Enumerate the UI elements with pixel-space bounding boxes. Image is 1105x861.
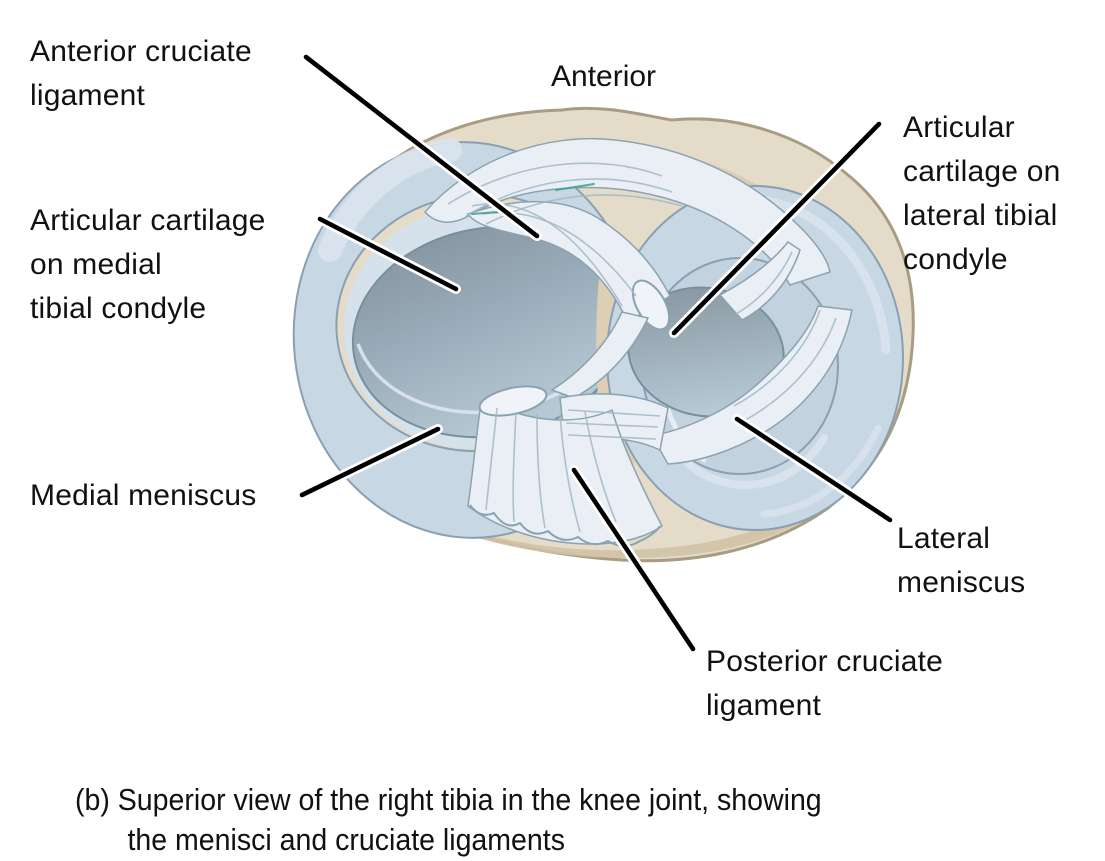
label-line: cartilage on [903,155,1061,188]
label-line: Posterior cruciate [706,645,944,678]
label-line: meniscus [897,566,1026,599]
label-lateral-articular-cartilage: Articular cartilage on lateral tibial co… [903,106,1061,282]
label-medial-articular-cartilage: Articular cartilage on medial tibial con… [30,199,266,331]
label-line: tibial condyle [30,292,207,325]
label-line: Articular cartilage [30,204,266,237]
leader-medial-articular-cartilage [315,214,461,294]
orientation-label-anterior: Anterior [551,60,657,93]
ligaments [423,137,853,547]
label-posterior-cruciate-ligament: Posterior cruciate ligament [706,640,943,728]
teal-accent-fibers [471,183,595,215]
label-line: ligament [30,79,145,112]
label-anterior-cruciate-ligament: Anterior cruciate ligament [30,30,252,118]
leader-posterior-cruciate-ligament [569,465,698,654]
leader-lines [297,52,895,654]
caption-line: (b) Superior view of the right tibia in … [75,782,822,817]
label-medial-meniscus: Medial meniscus [30,474,256,518]
label-line: on medial [30,248,162,281]
label-line: condyle [903,243,1008,276]
leader-lateral-meniscus [732,414,895,525]
leader-anterior-cruciate-ligament [301,52,542,241]
leader-lateral-articular-cartilage [669,119,884,338]
label-line: lateral tibial [903,199,1058,232]
label-line: ligament [706,689,821,722]
figure-caption: (b) Superior view of the right tibia in … [75,780,822,860]
label-line: Lateral [897,522,991,555]
label-lateral-meniscus: Lateral meniscus [897,517,1025,605]
label-line: Anterior cruciate [30,35,252,68]
leader-medial-meniscus [297,424,443,500]
label-line: Articular [903,111,1015,144]
caption-line: the menisci and cruciate ligaments [127,822,565,857]
label-line: Medial meniscus [30,479,257,512]
